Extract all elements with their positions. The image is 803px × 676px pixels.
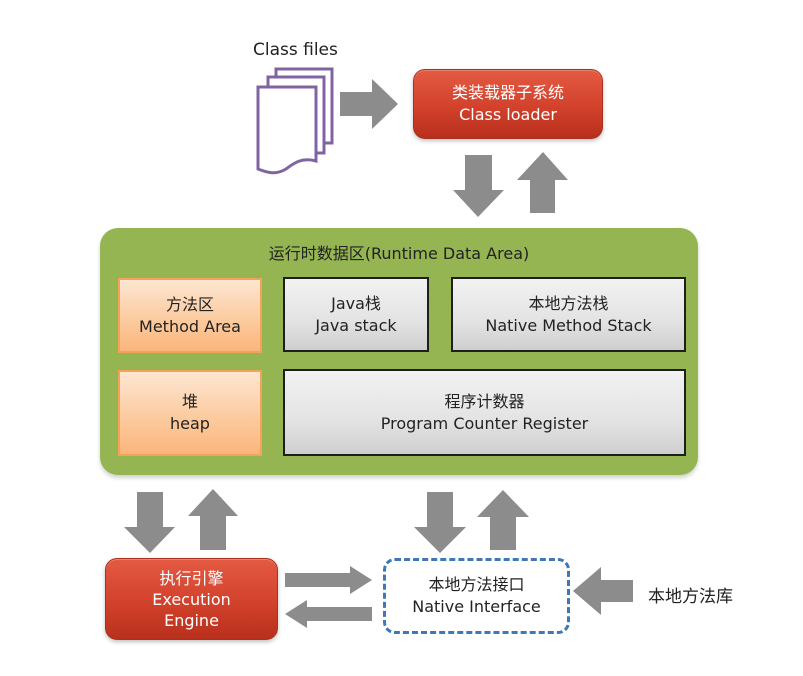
execution-engine-en-line1: Execution	[152, 589, 231, 609]
class-files-icon	[256, 67, 334, 175]
java-stack-cn: Java栈	[331, 293, 381, 313]
arrow-down-icon	[453, 155, 504, 217]
arrow-left-icon	[573, 567, 633, 615]
heap-en: heap	[170, 414, 210, 433]
native-library-label: 本地方法库	[648, 587, 733, 607]
program-counter-en: Program Counter Register	[380, 413, 589, 433]
arrow-right-icon	[285, 566, 372, 594]
method-area-box: 方法区 Method Area	[118, 278, 262, 353]
java-stack-box: Java栈 Java stack	[283, 277, 429, 352]
execution-engine-box: 执行引擎 Execution Engine	[105, 558, 278, 640]
native-interface-cn: 本地方法接口	[428, 575, 525, 594]
program-counter-box: 程序计数器 Program Counter Register	[283, 369, 686, 456]
method-area-en: Method Area	[139, 316, 241, 336]
native-interface-box: 本地方法接口 Native Interface	[383, 558, 570, 634]
arrow-down-icon	[124, 492, 175, 553]
class-loader-title-en: Class loader	[459, 105, 557, 124]
execution-engine-en-line2: Engine	[164, 610, 219, 630]
arrow-down-icon	[414, 492, 466, 553]
runtime-data-area: 运行时数据区(Runtime Data Area) 方法区 Method Are…	[100, 228, 698, 475]
method-area-cn: 方法区	[165, 294, 214, 314]
native-interface-en: Native Interface	[412, 597, 541, 616]
execution-engine-cn: 执行引擎	[159, 568, 224, 588]
native-method-stack-en: Native Method Stack	[485, 315, 652, 335]
runtime-data-area-title: 运行时数据区(Runtime Data Area)	[268, 244, 530, 263]
class-files-label: Class files	[253, 40, 338, 60]
java-stack-en: Java stack	[315, 315, 397, 335]
program-counter-cn: 程序计数器	[444, 391, 525, 411]
class-loader-title-cn: 类装载器子系统	[451, 83, 564, 102]
arrow-right-icon	[340, 79, 398, 129]
arrow-up-icon	[517, 152, 568, 213]
heap-box: 堆 heap	[118, 370, 262, 456]
native-method-stack-cn: 本地方法栈	[528, 293, 609, 313]
arrow-up-icon	[477, 490, 529, 550]
arrow-left-icon	[285, 600, 372, 628]
arrow-up-icon	[188, 489, 238, 550]
class-loader-box: 类装载器子系统 Class loader	[413, 69, 603, 139]
heap-cn: 堆	[181, 392, 198, 411]
native-method-stack-box: 本地方法栈 Native Method Stack	[451, 277, 686, 352]
